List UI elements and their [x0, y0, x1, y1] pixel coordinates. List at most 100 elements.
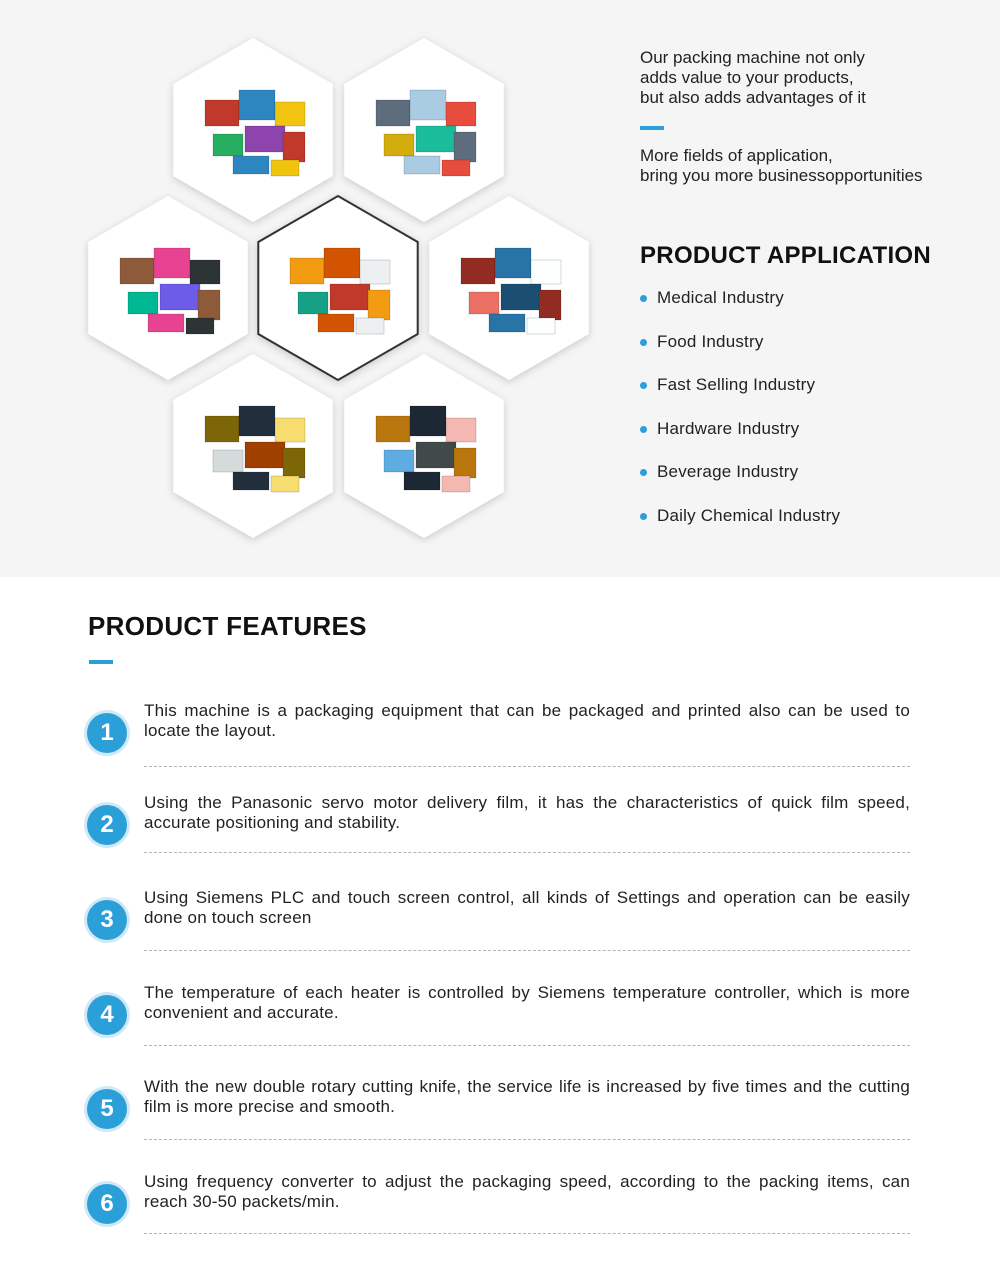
product-box-icon: [403, 155, 441, 175]
bullet-dot-icon: [640, 512, 647, 520]
product-box-icon: [244, 125, 286, 153]
application-item: Hardware Industry: [640, 419, 840, 463]
product-box-icon: [282, 131, 306, 163]
intro-text-1: Our packing machine not only adds value …: [640, 48, 866, 107]
product-box-icon: [323, 247, 361, 279]
feature-divider: [144, 1045, 910, 1046]
product-box-icon: [500, 283, 542, 311]
product-box-icon: [441, 159, 471, 177]
product-box-icon: [383, 133, 415, 157]
bullet-dot-icon: [640, 338, 647, 346]
product-box-icon: [238, 405, 276, 437]
product-box-icon: [375, 99, 411, 127]
application-item: Food Industry: [640, 332, 840, 376]
intro-block: Our packing machine not only adds value …: [640, 48, 980, 186]
product-box-icon: [359, 259, 391, 285]
application-item-label: Food Industry: [657, 331, 764, 351]
product-hexagon-gallery: [0, 0, 620, 577]
hex-packaged-boxes-4: [429, 196, 589, 380]
feature-text: Using frequency converter to adjust the …: [144, 1172, 910, 1211]
product-box-icon: [147, 313, 185, 333]
product-box-icon: [355, 317, 385, 335]
product-box-icon: [289, 257, 325, 285]
feature-divider: [144, 1139, 910, 1140]
bullet-dot-icon: [640, 425, 647, 433]
product-box-icon: [375, 415, 411, 443]
product-box-icon: [445, 417, 477, 443]
product-box-icon: [530, 259, 562, 285]
product-box-icon: [415, 125, 457, 153]
intro-accent-line: [640, 126, 664, 130]
product-box-icon: [232, 471, 270, 491]
product-box-icon: [441, 475, 471, 493]
application-item-label: Beverage Industry: [657, 462, 799, 482]
feature-divider: [144, 950, 910, 951]
product-box-icon: [153, 247, 191, 279]
feature-divider: [144, 852, 910, 853]
product-box-icon: [409, 89, 447, 121]
product-box-icon: [204, 415, 240, 443]
product-box-icon: [317, 313, 355, 333]
product-box-icon: [488, 313, 526, 333]
feature-number-badge: 4: [87, 995, 127, 1035]
feature-number-badge: 6: [87, 1184, 127, 1224]
product-box-icon: [494, 247, 532, 279]
feature-item: 2 Using the Panasonic servo motor delive…: [86, 793, 912, 875]
product-box-icon: [329, 283, 371, 311]
application-item: Fast Selling Industry: [640, 375, 840, 419]
features-accent-line: [89, 660, 113, 664]
product-box-icon: [460, 257, 496, 285]
feature-item: 5 With the new double rotary cutting kni…: [86, 1077, 912, 1159]
intro-text-2: More fields of application, bring you mo…: [640, 146, 923, 185]
product-box-icon: [453, 447, 477, 479]
product-box-icon: [403, 471, 441, 491]
application-item-label: Fast Selling Industry: [657, 375, 816, 395]
application-item-label: Hardware Industry: [657, 418, 800, 438]
feature-item: 1 This machine is a packaging equipment …: [86, 701, 912, 783]
hex-packaged-boxes-6: [344, 354, 504, 538]
application-item: Beverage Industry: [640, 462, 840, 506]
product-box-icon: [415, 441, 457, 469]
features-section: PRODUCT FEATURES 1 This machine is a pac…: [0, 577, 1000, 1273]
hexagon-gallery-svg: [88, 38, 589, 538]
product-box-icon: [204, 99, 240, 127]
hex-packaged-boxes-5: [173, 354, 333, 538]
product-box-icon: [270, 475, 300, 493]
hex-center-products: [257, 194, 419, 382]
product-box-icon: [538, 289, 562, 321]
feature-number-badge: 1: [87, 713, 127, 753]
product-box-icon: [244, 441, 286, 469]
feature-text: With the new double rotary cutting knife…: [144, 1077, 910, 1116]
application-item: Medical Industry: [640, 288, 840, 332]
application-item-label: Daily Chemical Industry: [657, 505, 841, 525]
product-box-icon: [127, 291, 159, 315]
product-box-icon: [212, 133, 244, 157]
product-box-icon: [367, 289, 391, 321]
bullet-dot-icon: [640, 469, 647, 477]
feature-number-badge: 2: [87, 805, 127, 845]
bullet-dot-icon: [640, 382, 647, 390]
features-title: PRODUCT FEATURES: [88, 611, 367, 641]
feature-number-badge: 5: [87, 1089, 127, 1129]
bullet-dot-icon: [640, 295, 647, 302]
product-box-icon: [119, 257, 155, 285]
product-box-icon: [185, 317, 215, 335]
product-box-icon: [159, 283, 201, 311]
feature-text: The temperature of each heater is contro…: [144, 983, 910, 1022]
hex-packaged-boxes-2: [344, 38, 504, 222]
application-item-label: Medical Industry: [657, 288, 784, 307]
product-box-icon: [270, 159, 300, 177]
product-box-icon: [274, 417, 306, 443]
product-box-icon: [297, 291, 329, 315]
application-item: Daily Chemical Industry: [640, 506, 840, 550]
hex-packaged-boxes-1: [173, 38, 333, 222]
application-title: PRODUCT APPLICATION: [640, 242, 932, 269]
feature-item: 3 Using Siemens PLC and touch screen con…: [86, 888, 912, 970]
hex-packaged-boxes-3: [88, 196, 248, 380]
product-box-icon: [409, 405, 447, 437]
feature-text: Using Siemens PLC and touch screen contr…: [144, 888, 910, 927]
product-box-icon: [383, 449, 415, 473]
feature-text: Using the Panasonic servo motor delivery…: [144, 793, 910, 832]
product-box-icon: [238, 89, 276, 121]
product-box-icon: [274, 101, 306, 127]
